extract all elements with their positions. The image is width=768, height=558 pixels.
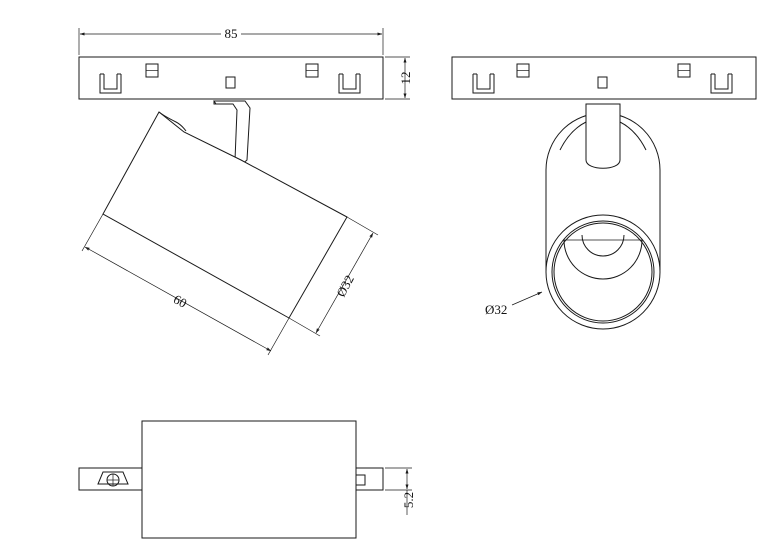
dimension-body-diameter-front: Ø32 [485, 291, 543, 317]
spotlight-body-front [545, 112, 661, 330]
front-view: Ø32 [451, 56, 757, 330]
dimension-track-width: 85 [78, 26, 384, 55]
dimension-label-60: 60 [171, 291, 190, 310]
dimension-label-d32-side: Ø32 [333, 272, 357, 299]
dimension-offset-height: 5.2 [385, 467, 416, 515]
dimension-label-12: 12 [398, 72, 413, 85]
track-adapter-front [451, 56, 757, 100]
spotlight-body-bottom [141, 420, 357, 539]
track-adapter [78, 56, 384, 100]
bottom-view: 5.2 [78, 420, 416, 539]
dimension-track-height: 12 [385, 56, 413, 100]
dimension-label-5-2: 5.2 [401, 492, 416, 508]
spotlight-body-side [102, 111, 348, 319]
dimension-body-length: 60 [81, 213, 290, 356]
dimension-label-85: 85 [225, 26, 238, 41]
mount-right [355, 467, 384, 491]
swivel-arm-front [559, 103, 647, 169]
side-view: 85 12 [78, 26, 413, 356]
dimension-label-d32-front: Ø32 [485, 302, 507, 317]
mount-left [78, 467, 143, 491]
